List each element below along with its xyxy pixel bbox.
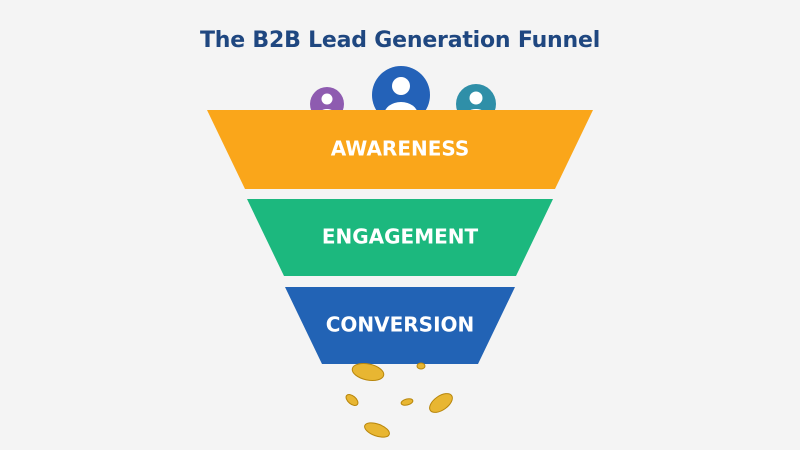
coin-icon [364,422,390,438]
diagram-title: The B2B Lead Generation Funnel [199,28,601,53]
coin-icon [400,398,414,406]
funnel-stage-awareness [207,110,593,189]
coins-group [345,362,453,438]
coin-icon [416,362,426,370]
funnel-stage-conversion [285,287,515,364]
coin-icon [429,393,453,413]
stage-label-awareness: AWARENESS [331,137,470,161]
coin-icon [351,362,385,382]
stage-label-conversion: CONVERSION [326,313,475,337]
coin-icon [345,394,359,406]
funnel-stage-engagement [247,199,553,276]
stage-label-engagement: ENGAGEMENT [322,225,479,249]
